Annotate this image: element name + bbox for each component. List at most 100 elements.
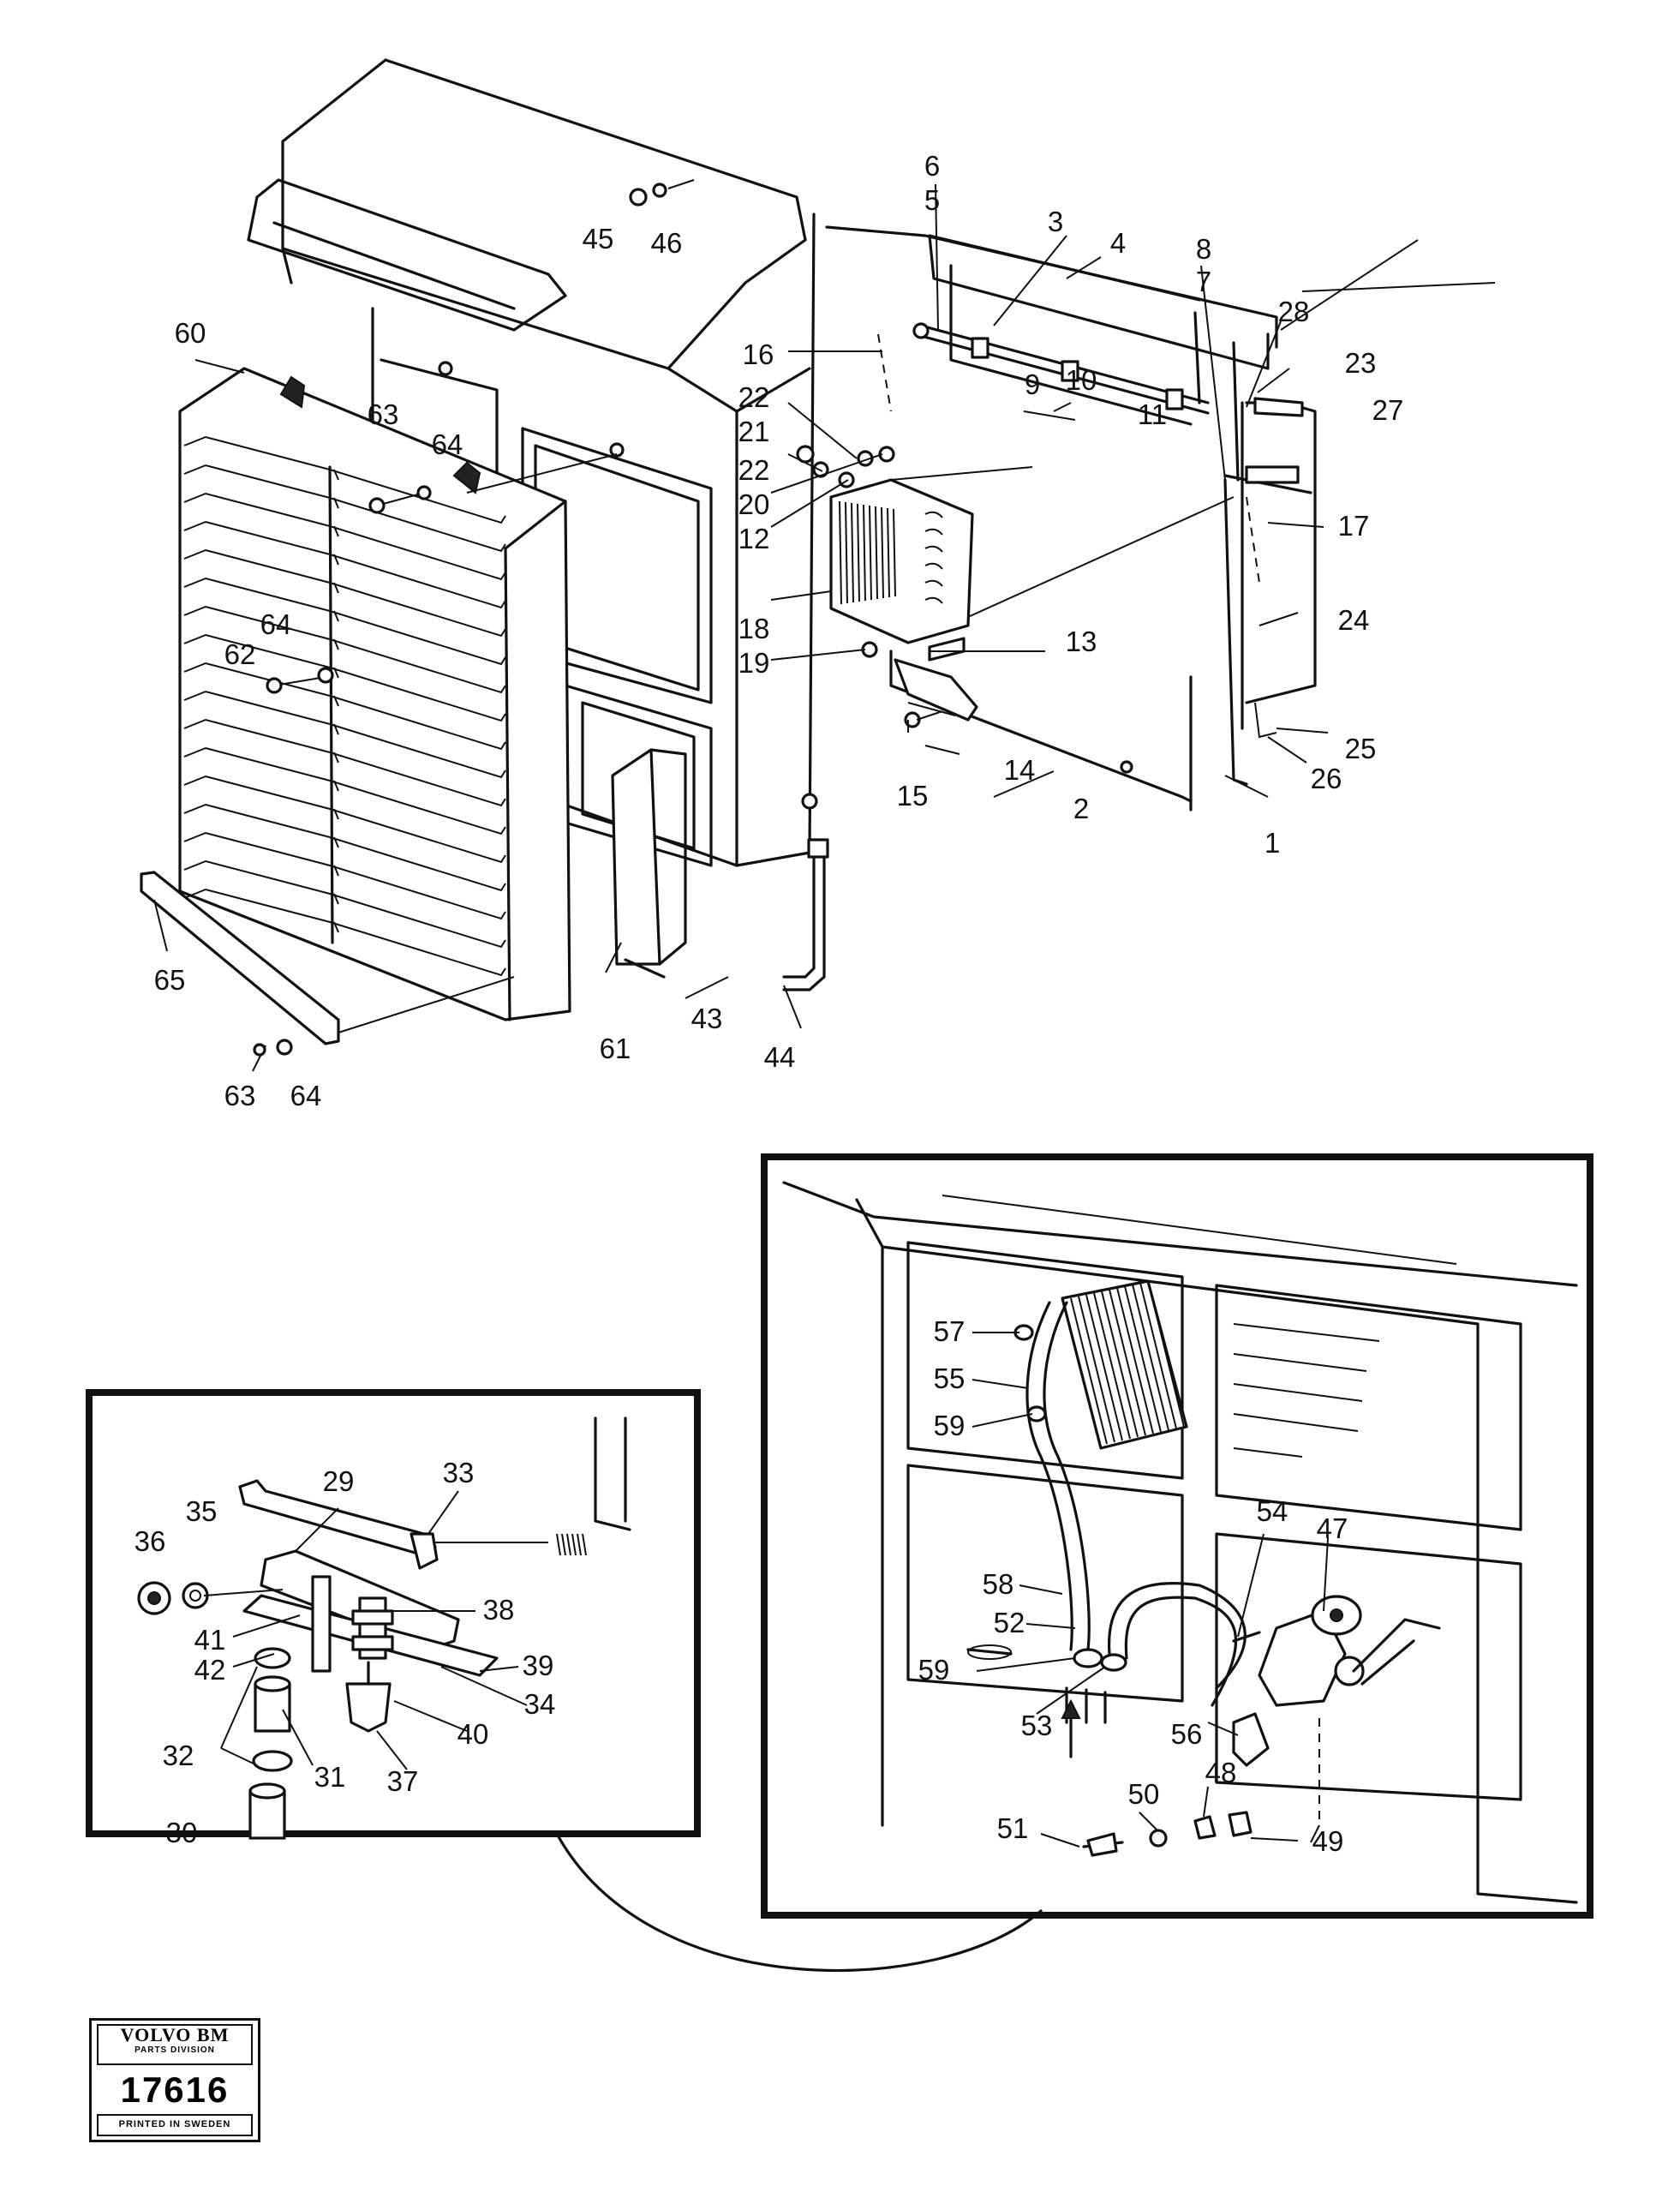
callout-7: 7 xyxy=(1196,266,1211,297)
callout-12: 12 xyxy=(738,523,770,554)
exchanger-fin xyxy=(857,503,860,602)
callout-53: 53 xyxy=(1021,1710,1053,1741)
louvre-slat xyxy=(333,808,339,820)
exchanger-fin xyxy=(1070,1297,1108,1445)
callout-35: 35 xyxy=(186,1495,218,1527)
callout-33: 33 xyxy=(443,1457,475,1488)
callout-13: 13 xyxy=(1066,626,1097,657)
callout-16: 16 xyxy=(743,338,774,370)
inset-bracket xyxy=(86,1389,1043,1973)
callout-19: 19 xyxy=(738,647,770,679)
callout-2: 2 xyxy=(1073,793,1089,824)
louvre-slat xyxy=(333,780,339,792)
louvre-slat xyxy=(333,667,339,679)
leader-lines-main xyxy=(153,183,1496,1029)
exchanger-coil xyxy=(924,562,943,570)
louvre-slat xyxy=(333,582,339,594)
callout-28: 28 xyxy=(1278,296,1310,327)
louvre-slat xyxy=(183,859,506,949)
exchanger-fin xyxy=(851,502,854,603)
callout-22-top: 22 xyxy=(738,381,770,413)
louvre-slat xyxy=(183,888,506,977)
callout-37: 37 xyxy=(387,1765,419,1797)
exchanger-fin xyxy=(863,504,866,602)
heat-exchanger xyxy=(829,466,1235,644)
exchanger-fin xyxy=(869,505,872,601)
leader-lines-right-inset xyxy=(972,1332,1329,1736)
callout-23: 23 xyxy=(1345,347,1377,379)
exchanger-fin xyxy=(1101,1291,1139,1438)
louvre-slat xyxy=(333,723,339,735)
fasteners-main xyxy=(438,179,1133,810)
callout-14: 14 xyxy=(1004,754,1036,786)
exchanger-fin xyxy=(1078,1296,1115,1443)
callout-17: 17 xyxy=(1338,510,1370,542)
callout-25: 25 xyxy=(1345,733,1377,764)
grille-screws xyxy=(252,453,618,1072)
grille-panel xyxy=(178,367,571,1021)
callout-10: 10 xyxy=(1066,364,1097,396)
callout-56: 56 xyxy=(1171,1718,1203,1750)
exchanger-fin xyxy=(1124,1285,1162,1433)
callout-62: 62 xyxy=(224,638,256,670)
callout-57: 57 xyxy=(934,1315,966,1347)
louvre-slat xyxy=(333,836,339,848)
exchanger-coil xyxy=(924,545,943,553)
exchanger-fin xyxy=(1109,1289,1146,1436)
callout-36: 36 xyxy=(135,1525,166,1557)
callout-43: 43 xyxy=(691,1003,723,1034)
louvre-slat xyxy=(183,718,506,807)
callout-54: 54 xyxy=(1257,1495,1288,1527)
mounting-strip xyxy=(140,871,515,1045)
exchanger-fin xyxy=(887,507,890,598)
callout-61: 61 xyxy=(600,1033,631,1064)
louvre-slat xyxy=(333,893,339,905)
exchanger-fin xyxy=(1139,1282,1177,1429)
callout-51: 51 xyxy=(997,1812,1029,1844)
callout-65: 65 xyxy=(154,964,186,996)
inset-valve-assembly xyxy=(761,1153,1593,1919)
callout-40: 40 xyxy=(457,1718,489,1750)
volvo-bm-parts-badge: VOLVO BM PARTS DIVISION 17616 PRINTED IN… xyxy=(89,2018,260,2142)
callout-42: 42 xyxy=(194,1654,226,1686)
exchanger-fin xyxy=(1093,1292,1131,1440)
exchanger-coil xyxy=(924,579,943,587)
spring-coil xyxy=(561,1533,566,1556)
exchanger-fin xyxy=(893,508,896,597)
louvre-slat xyxy=(333,469,339,481)
spring-coil xyxy=(556,1533,561,1556)
badge-brand: VOLVO BM xyxy=(120,2024,230,2045)
callout-labels: 1 2 3 4 5 6 7 8 9 10 11 12 13 14 15 16 1… xyxy=(135,150,1404,1857)
callout-30: 30 xyxy=(166,1817,198,1848)
callout-5: 5 xyxy=(924,184,940,216)
louvre-slat xyxy=(183,803,506,892)
callout-49: 49 xyxy=(1312,1825,1344,1857)
spring-coil xyxy=(566,1533,571,1556)
callout-39: 39 xyxy=(523,1650,554,1681)
callout-59-bottom: 59 xyxy=(918,1654,950,1686)
callout-6: 6 xyxy=(924,150,940,182)
callout-45: 45 xyxy=(583,223,614,255)
callout-24: 24 xyxy=(1338,604,1370,636)
louvre-slat xyxy=(333,752,339,764)
callout-8: 8 xyxy=(1196,233,1211,265)
louvre-slat xyxy=(333,865,339,877)
exchanger-coil xyxy=(924,528,943,536)
callout-46: 46 xyxy=(651,227,683,259)
exchanger-coil xyxy=(924,596,943,604)
exchanger-fin xyxy=(839,500,842,605)
badge-printed: PRINTED IN SWEDEN xyxy=(97,2114,253,2136)
exchanger-fin xyxy=(1116,1287,1154,1434)
louvre-slat xyxy=(183,690,506,779)
exchanger-coil xyxy=(924,511,943,518)
spring-coil xyxy=(571,1533,577,1556)
spring-coil xyxy=(577,1533,582,1556)
louvre-slat xyxy=(183,831,506,920)
callout-55: 55 xyxy=(934,1363,966,1394)
spring-coil xyxy=(582,1533,587,1556)
leader-lines-left-inset xyxy=(203,1490,528,1835)
louvre-slat xyxy=(333,695,339,707)
callout-31: 31 xyxy=(314,1761,346,1793)
callout-21: 21 xyxy=(738,416,770,447)
